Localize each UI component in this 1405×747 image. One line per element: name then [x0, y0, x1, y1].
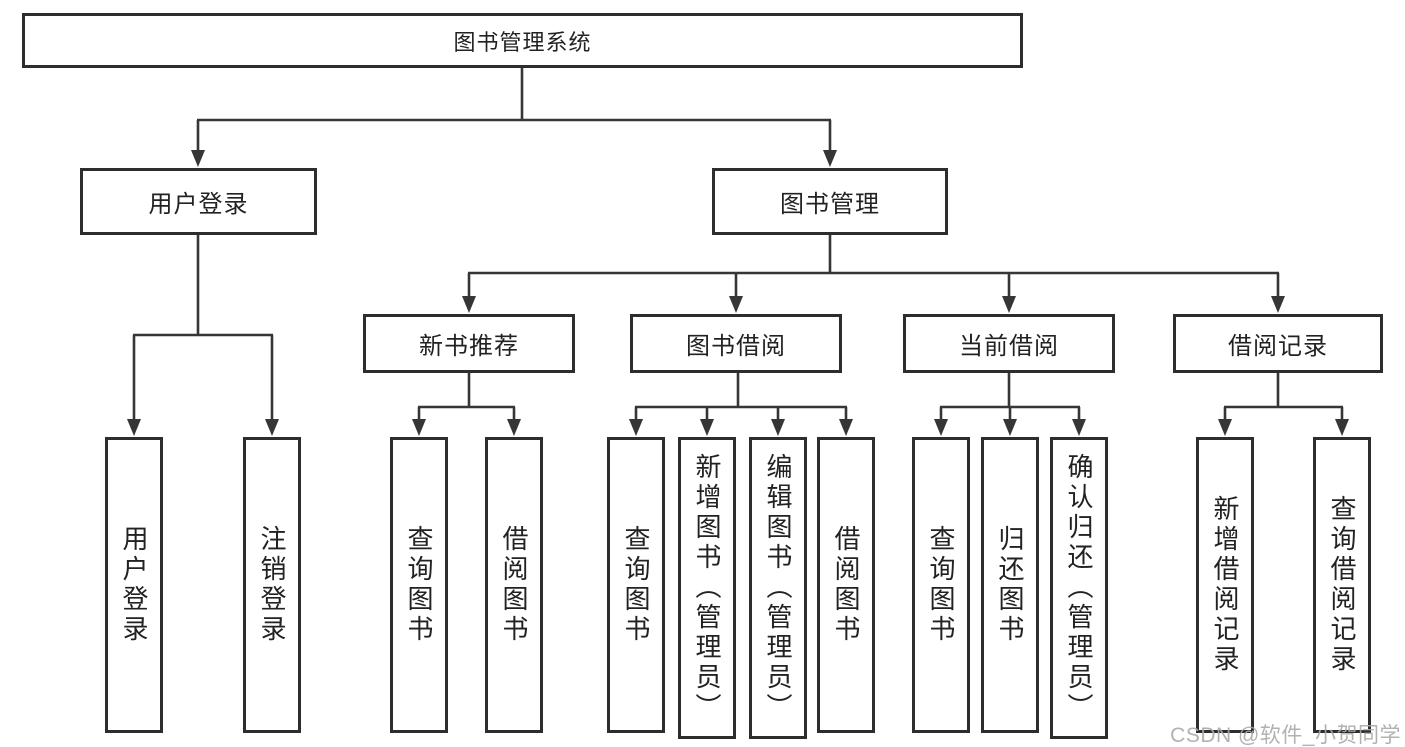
leaf-borrow-books-recommend: 借阅图书	[485, 437, 543, 733]
leaf-borrow-books: 借阅图书	[817, 437, 875, 733]
leaf-user-login-label: 用户登录	[119, 525, 149, 645]
leaf-return-books-label: 归还图书	[995, 525, 1025, 645]
csdn-watermark: CSDN @软件_小贺同学	[1170, 724, 1401, 747]
node-borrow-records: 借阅记录	[1173, 314, 1383, 373]
leaf-add-books-admin-label: 新增图书（管理员）	[692, 453, 722, 723]
leaf-user-login: 用户登录	[105, 437, 163, 733]
leaf-confirm-return-admin-label: 确认归还（管理员）	[1064, 453, 1094, 723]
leaf-logout: 注销登录	[243, 437, 301, 733]
connector-book-borrow-branch	[629, 373, 853, 436]
leaf-query-books-borrow-label: 查询图书	[621, 525, 651, 645]
leaf-confirm-return-admin: 确认归还（管理员）	[1050, 437, 1108, 739]
node-library-system: 图书管理系统	[22, 13, 1023, 68]
leaf-borrow-books-label: 借阅图书	[831, 525, 861, 645]
node-current-borrow: 当前借阅	[903, 314, 1115, 373]
node-new-book-recommend: 新书推荐	[363, 314, 575, 373]
leaf-add-books-admin: 新增图书（管理员）	[678, 437, 736, 739]
leaf-add-borrow-record-label: 新增借阅记录	[1210, 495, 1240, 675]
connector-root-to-level2	[191, 68, 837, 167]
leaf-query-borrow-record: 查询借阅记录	[1313, 437, 1371, 733]
leaf-edit-books-admin: 编辑图书（管理员）	[749, 437, 807, 739]
leaf-logout-label: 注销登录	[257, 525, 287, 645]
leaf-query-borrow-record-label: 查询借阅记录	[1327, 495, 1357, 675]
leaf-add-borrow-record: 新增借阅记录	[1196, 437, 1254, 733]
leaf-return-books: 归还图书	[981, 437, 1039, 733]
connector-current-borrow-branch	[934, 373, 1086, 436]
connector-book-mgmt-to-level3	[462, 235, 1285, 313]
leaf-query-books-current: 查询图书	[912, 437, 970, 733]
node-book-management: 图书管理	[712, 168, 948, 235]
connector-borrow-records-branch	[1218, 373, 1349, 436]
leaf-borrow-books-recommend-label: 借阅图书	[499, 525, 529, 645]
leaf-query-books-recommend: 查询图书	[390, 437, 448, 733]
node-book-borrow: 图书借阅	[630, 314, 842, 373]
connector-user-login-branch	[127, 235, 279, 436]
leaf-query-books-borrow: 查询图书	[607, 437, 665, 733]
node-user-login: 用户登录	[80, 168, 317, 235]
leaf-query-books-current-label: 查询图书	[926, 525, 956, 645]
connector-new-book-branch	[412, 373, 521, 436]
leaf-edit-books-admin-label: 编辑图书（管理员）	[763, 453, 793, 723]
leaf-query-books-recommend-label: 查询图书	[404, 525, 434, 645]
